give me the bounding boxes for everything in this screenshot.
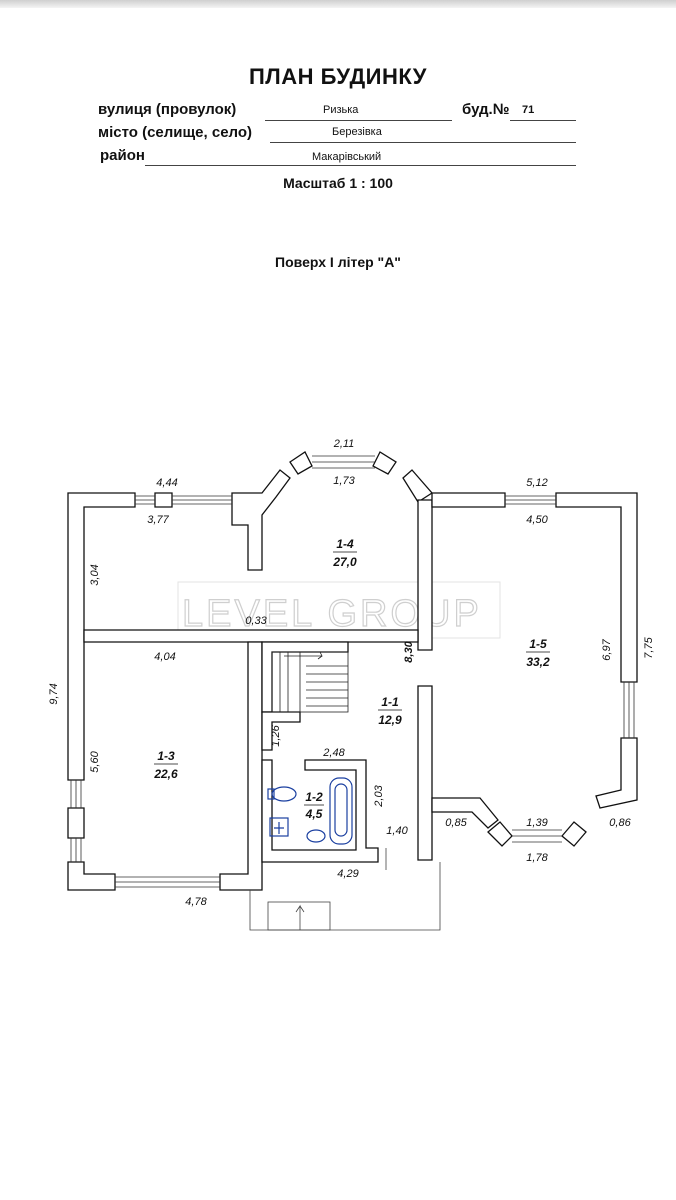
wall-east-se xyxy=(595,737,638,809)
watermark-text: LEVEL GROUP xyxy=(182,593,482,635)
wall-west-upper xyxy=(67,492,136,781)
windows xyxy=(70,455,635,888)
room-1-2-area: 4,5 xyxy=(305,807,323,821)
city-value: Березівка xyxy=(332,126,382,138)
wall-east-sw xyxy=(431,797,499,829)
wall-east-bay-right xyxy=(561,821,587,847)
dim-0-33: 0,33 xyxy=(245,615,267,627)
porch-outline xyxy=(249,862,441,931)
bathtub xyxy=(329,777,353,845)
window-east-bay xyxy=(512,829,562,843)
dim-1-39: 1,39 xyxy=(526,817,547,829)
staircase xyxy=(271,651,349,713)
dim-7-75: 7,75 xyxy=(643,636,655,658)
window-west-1 xyxy=(70,780,82,808)
city-label: місто (селище, село) xyxy=(98,124,253,141)
wall-bay-left xyxy=(231,469,291,571)
wall-bay-right xyxy=(402,469,433,503)
wall-central-lower xyxy=(417,685,433,861)
plan-title: ПЛАН БУДИНКУ xyxy=(248,64,427,89)
dim-0-86: 0,86 xyxy=(609,817,631,829)
sink-tap xyxy=(274,822,284,834)
window-north-2 xyxy=(172,495,232,505)
street-line xyxy=(265,120,452,121)
dim-1-73: 1,73 xyxy=(333,475,355,487)
bathtub-inner xyxy=(334,783,348,837)
wall-stair xyxy=(261,641,349,713)
walls xyxy=(67,451,638,891)
wall-partition-middle xyxy=(83,629,419,643)
dim-2-48: 2,48 xyxy=(322,747,345,759)
porch-steps xyxy=(267,901,331,931)
wall-east-ne xyxy=(555,492,638,683)
room-1-4-id: 1-4 xyxy=(336,537,354,551)
wall-room-1-3-east xyxy=(219,641,263,891)
wall-sw-corner xyxy=(67,861,116,891)
wall-east-north-left xyxy=(431,492,506,508)
window-bay-north xyxy=(312,455,375,469)
room-1-3-id: 1-3 xyxy=(157,749,175,763)
dim-4-29: 4,29 xyxy=(337,868,358,880)
wall-bay-right-corner xyxy=(372,451,397,475)
window-east-north xyxy=(505,495,556,505)
window-east-side xyxy=(623,682,635,738)
wall-west-pier xyxy=(67,807,85,839)
dim-8-30: 8,30 xyxy=(403,640,415,662)
dim-9-74: 9,74 xyxy=(48,683,60,704)
window-south xyxy=(115,876,220,888)
stair-arrow xyxy=(284,651,323,660)
street-value: Ризька xyxy=(323,104,359,116)
porch-arrow xyxy=(295,904,305,930)
toilet-tank xyxy=(267,788,275,800)
dim-1-40: 1,40 xyxy=(386,825,408,837)
building-label: буд.№ xyxy=(462,101,510,118)
dim-4-78: 4,78 xyxy=(185,896,207,908)
dim-1-78: 1,78 xyxy=(526,852,548,864)
dim-6-97: 6,97 xyxy=(601,638,613,660)
building-value: 71 xyxy=(522,104,535,116)
wall-bathroom xyxy=(261,759,379,863)
room-1-5-id: 1-5 xyxy=(529,637,547,651)
room-1-1-id: 1-1 xyxy=(381,695,399,709)
dim-5-12: 5,12 xyxy=(526,477,547,489)
window-west-2 xyxy=(70,838,82,862)
room-1-1-area: 12,9 xyxy=(378,713,402,727)
dim-4-44: 4,44 xyxy=(156,477,177,489)
toilet-icon xyxy=(271,786,297,802)
stair-treads xyxy=(279,652,348,712)
district-label: район xyxy=(100,147,145,164)
wall-bay-left-corner xyxy=(289,451,313,475)
wall-north-pier xyxy=(154,492,173,508)
room-labels: 1-4 27,0 1-5 33,2 1-1 12,9 1-3 22,6 1-2 … xyxy=(153,537,550,821)
dim-2-11: 2,11 xyxy=(333,438,355,450)
top-bar xyxy=(0,0,676,8)
street-label: вулиця (провулок) xyxy=(98,101,237,118)
room-1-5-area: 33,2 xyxy=(526,655,550,669)
dim-4-04: 4,04 xyxy=(154,651,175,663)
district-value: Макарівський xyxy=(312,151,382,163)
dim-5-60: 5,60 xyxy=(89,750,101,772)
dim-0-85: 0,85 xyxy=(445,817,467,829)
room-1-3-area: 22,6 xyxy=(153,767,178,781)
room-1-4-area: 27,0 xyxy=(332,555,357,569)
scale-label: Масштаб 1 : 100 xyxy=(283,175,393,191)
district-line xyxy=(145,165,576,166)
sink-icon xyxy=(269,817,289,837)
city-line xyxy=(270,142,576,143)
dim-1-26: 1,26 xyxy=(270,724,282,746)
window-north-1 xyxy=(135,495,155,505)
building-line xyxy=(510,120,576,121)
sanitary xyxy=(267,777,353,845)
dim-4-50: 4,50 xyxy=(526,514,548,526)
floor-title: Поверх I літер "А" xyxy=(275,254,401,270)
wall-central-upper xyxy=(417,499,433,651)
room-1-2-id: 1-2 xyxy=(305,790,323,804)
dimension-labels: 2,11 1,73 4,44 3,77 5,12 4,50 3,04 9,74 … xyxy=(48,438,655,908)
bidet-icon xyxy=(306,829,326,843)
entrance-porch xyxy=(249,848,441,931)
dim-3-77: 3,77 xyxy=(147,514,169,526)
dim-2-03: 2,03 xyxy=(373,784,385,807)
dim-3-04: 3,04 xyxy=(89,564,101,585)
